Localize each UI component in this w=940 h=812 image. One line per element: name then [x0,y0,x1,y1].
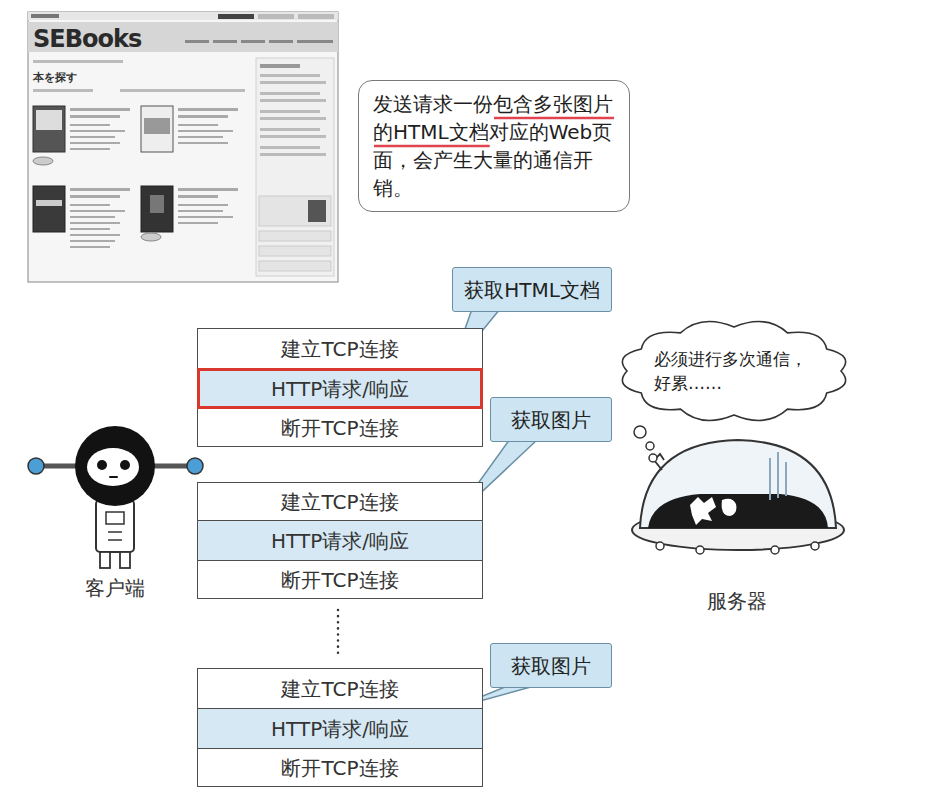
emphasis-underline [494,117,614,120]
process-box: 建立TCP连接 [197,482,483,521]
box-label: HTTP请求/响应 [271,717,409,741]
server-dome [632,426,844,554]
actor-label: 客户端 [85,575,145,602]
box-label: 获取图片 [511,408,591,432]
process-box: 断开TCP连接 [197,560,483,599]
process-box: 断开TCP连接 [197,748,483,787]
box-label: HTTP请求/响应 [271,529,409,553]
emphasis-underline [374,145,490,148]
box-label: 断开TCP连接 [281,756,398,780]
thought-cloud-outline [618,318,850,424]
box-label: 断开TCP连接 [281,568,398,592]
note-callout: 发送请求一份包含多张图片的HTML文档对应的Web页面，会产生大量的通信开销。 [358,80,630,212]
box-label: HTTP请求/响应 [271,377,409,401]
process-box: HTTP请求/响应 [197,520,483,561]
speech-bubble: 获取图片 [490,643,612,688]
screenshot-text: 本を探す [33,70,77,85]
box-label: 建立TCP连接 [281,337,398,361]
screenshot-text: SEBooks [33,25,141,53]
thought-cloud-shape [622,322,845,421]
box-label: 建立TCP连接 [281,490,398,514]
thought-cloud: 必须进行多次通信，好累…… [618,318,850,424]
thought-text: 必须进行多次通信，好累…… [654,347,814,395]
process-box: HTTP请求/响应 [197,708,483,749]
note-text: 发送请求一份包含多张图片的HTML文档对应的Web页面，会产生大量的通信开销。 [373,90,615,202]
process-box: 断开TCP连接 [197,408,483,447]
speech-bubble: 获取图片 [490,397,612,442]
box-label: 获取图片 [511,654,591,678]
speech-bubble: 获取HTML文档 [452,267,612,312]
process-box: HTTP请求/响应 [197,368,483,409]
client-robot [28,426,203,568]
continuation-dots [337,610,340,654]
box-label: 建立TCP连接 [281,677,398,701]
box-label: 断开TCP连接 [281,416,398,440]
webpage-screenshot [28,12,338,282]
process-box: 建立TCP连接 [197,328,483,369]
box-label: 获取HTML文档 [464,278,600,302]
process-box: 建立TCP连接 [197,668,483,709]
actor-label: 服务器 [707,588,767,615]
